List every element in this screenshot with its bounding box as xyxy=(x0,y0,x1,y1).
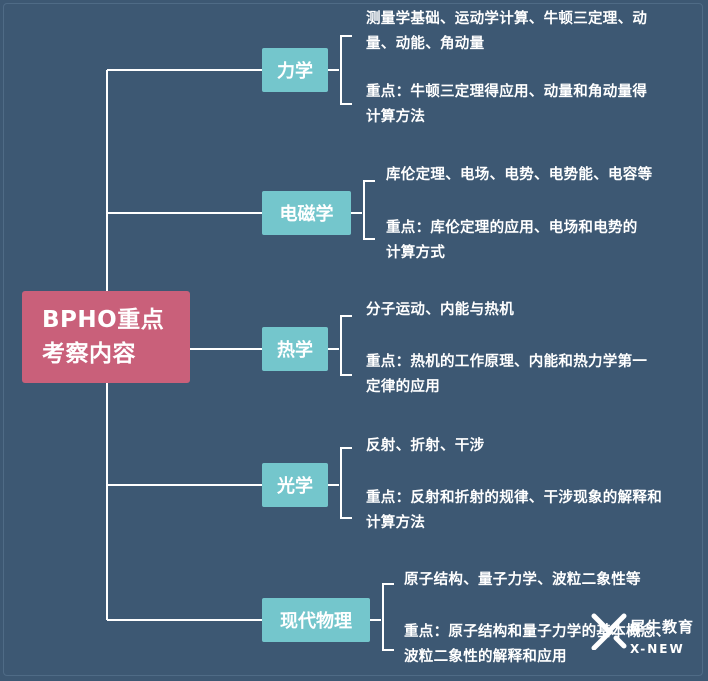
modern-physics-topics: 原子结构、量子力学、波粒二象性等 xyxy=(404,572,641,588)
electromagnetism-topics: 库伦定理、电场、电势、电势能、电容等 xyxy=(386,167,653,183)
node-modern-physics: 现代物理 xyxy=(262,598,370,642)
bracket-3 xyxy=(328,315,352,376)
electromagnetism-key-points: 重点：库伦定理的应用、电场和电势的 计算方式 xyxy=(386,220,638,261)
node-mechanics: 力学 xyxy=(262,48,328,92)
root-node: BPHO重点 考察内容 xyxy=(22,291,190,383)
node-optics: 光学 xyxy=(262,463,328,507)
brand-logo: 犀牛教育 X-NEW xyxy=(590,608,705,674)
root-title-line1: BPHO重点 xyxy=(42,307,165,333)
logo-chinese-text: 犀牛教育 xyxy=(630,618,695,636)
bracket-1 xyxy=(328,35,352,105)
rhino-logo-icon xyxy=(591,613,627,650)
thermodynamics-key-points: 重点：热机的工作原理、内能和热力学第一 定律的应用 xyxy=(366,354,648,395)
bracket-5 xyxy=(370,583,394,651)
optics-key-points: 重点：反射和折射的规律、干涉现象的解释和 计算方法 xyxy=(366,490,662,531)
bracket-4 xyxy=(328,447,352,519)
thermodynamics-topics: 分子运动、内能与热机 xyxy=(366,302,514,318)
logo-english-text: X-NEW xyxy=(630,642,685,656)
mechanics-key-points: 重点：牛顿三定理得应用、动量和角动量得 计算方法 xyxy=(366,84,648,125)
mechanics-topics: 测量学基础、运动学计算、牛顿三定理、动 量、动能、角动量 xyxy=(366,11,648,52)
optics-topics: 反射、折射、干涉 xyxy=(366,438,485,454)
root-title-line2: 考察内容 xyxy=(42,341,136,367)
node-electromagnetism: 电磁学 xyxy=(262,191,351,235)
bracket-2 xyxy=(351,180,375,240)
node-thermodynamics: 热学 xyxy=(262,327,328,371)
diagram-frame xyxy=(3,3,703,676)
